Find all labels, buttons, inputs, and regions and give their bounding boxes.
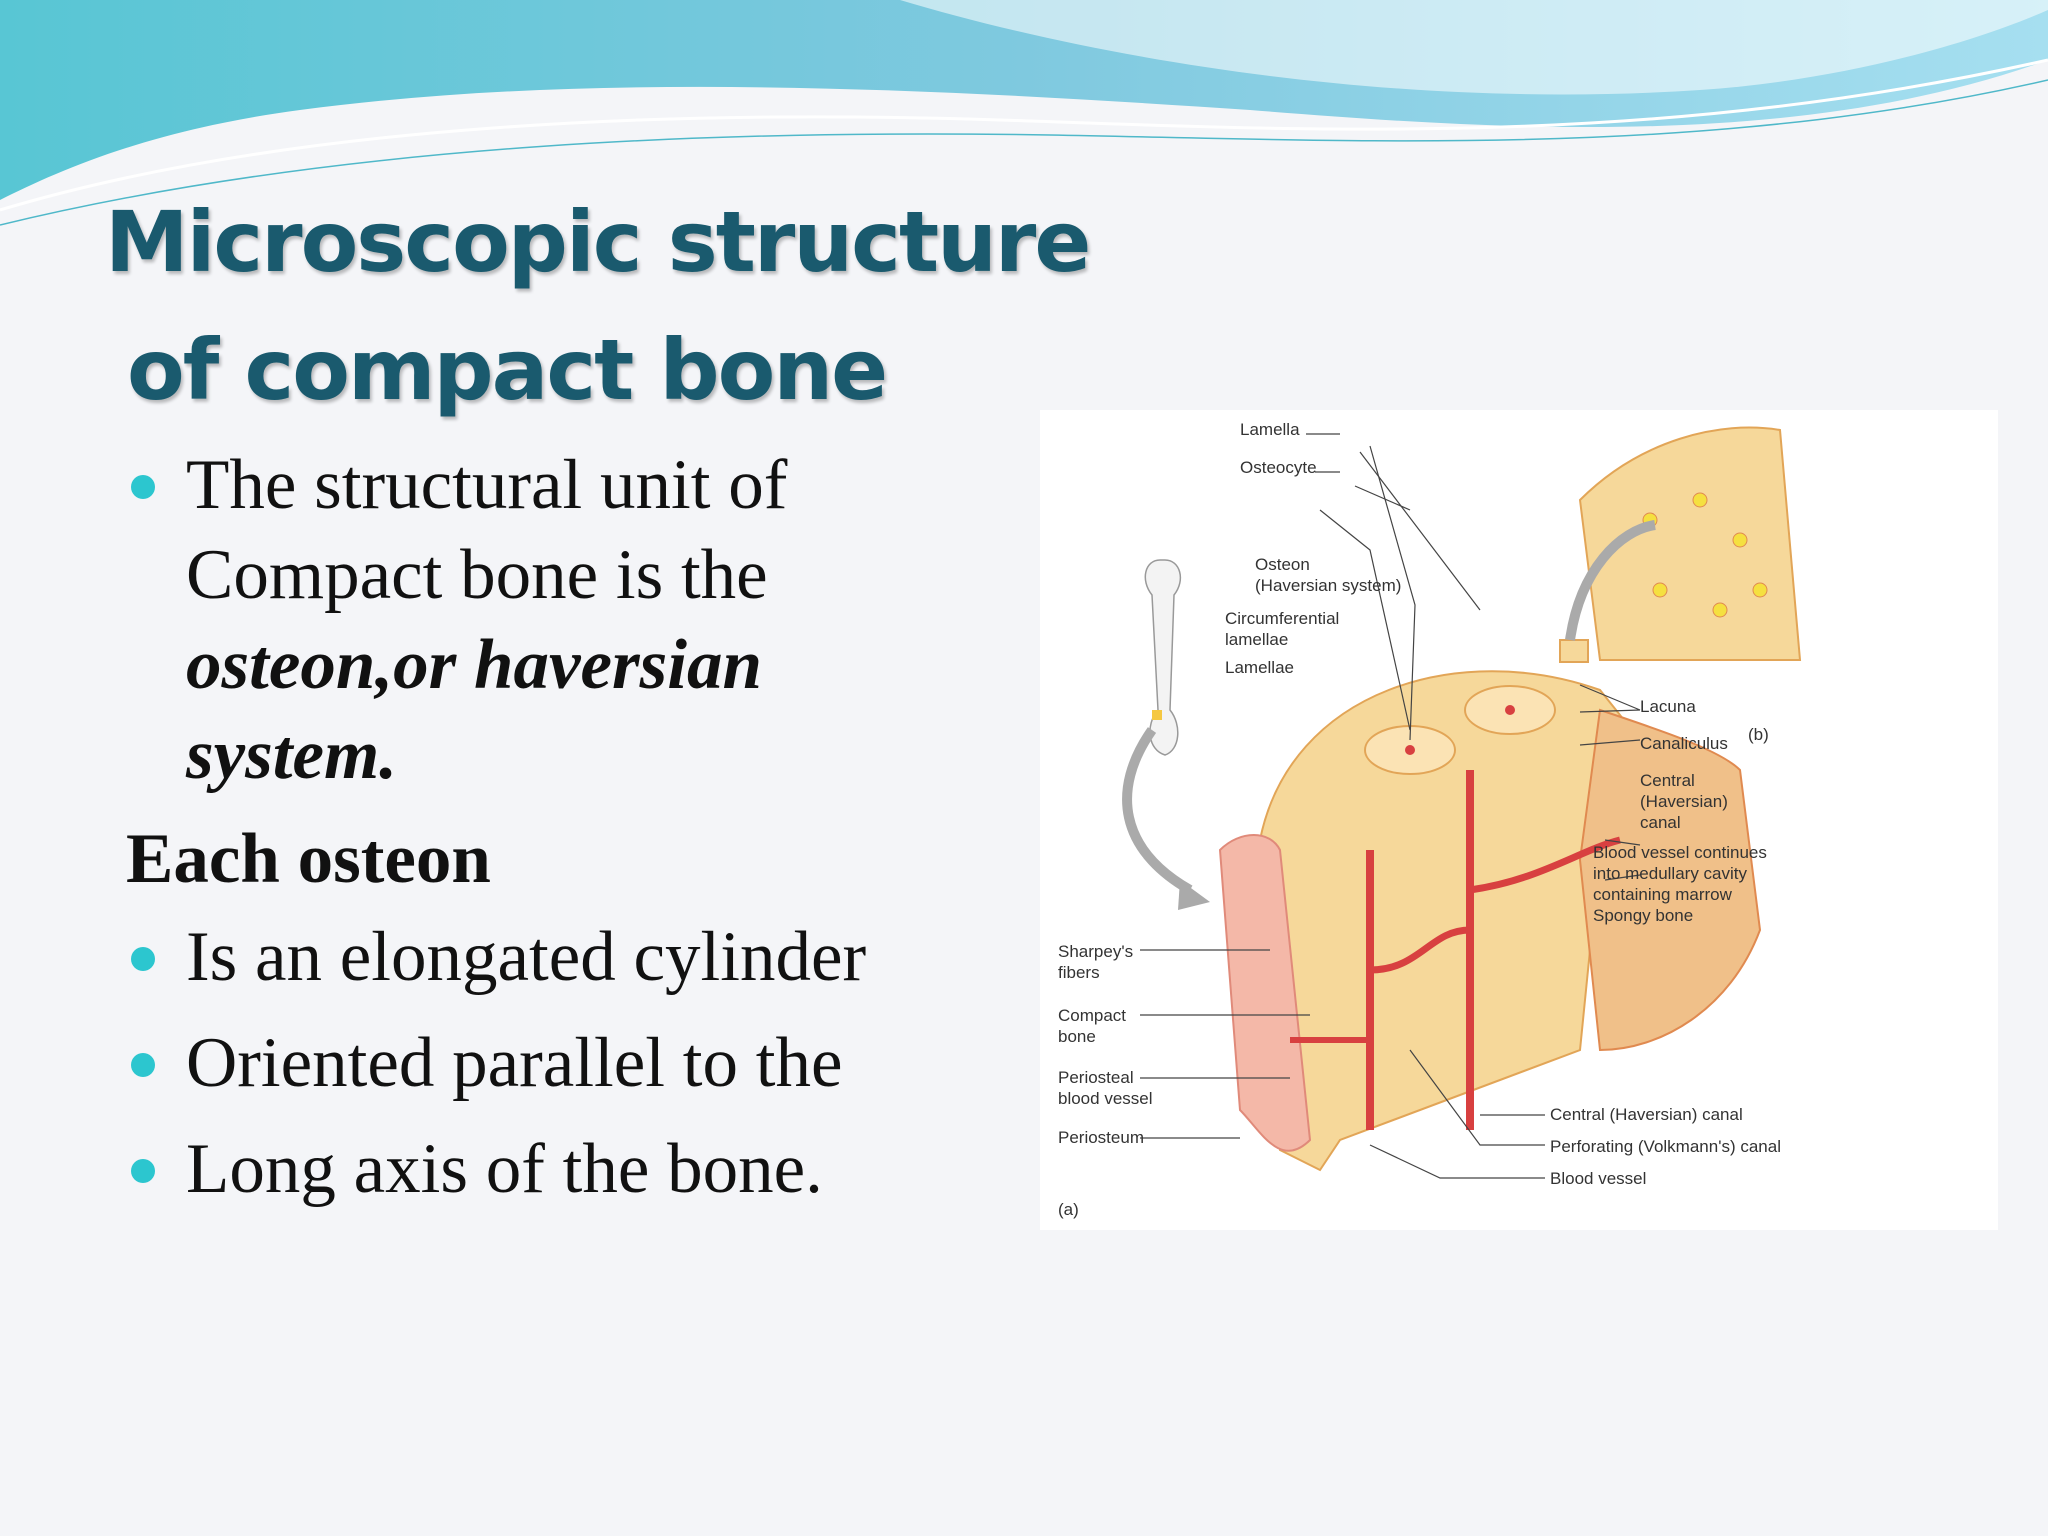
bullet-structural-unit: The structural unit of Compact bone is t… <box>126 440 966 800</box>
label-central-haversian-canal: Central (Haversian) canal <box>1550 1105 1743 1124</box>
label-medullary: into medullary cavity <box>1593 864 1748 883</box>
label-osteocyte: Osteocyte <box>1240 458 1317 477</box>
title-line-2: of compact bone <box>127 321 888 419</box>
label-circumferential-sub: lamellae <box>1225 630 1288 649</box>
header-wave-decoration <box>0 0 2048 226</box>
label-periosteum: Periosteum <box>1058 1128 1144 1147</box>
inset-arrow-icon <box>1565 520 1656 641</box>
label-blood-vessel-continues: Blood vessel continues <box>1593 843 1767 862</box>
title-line-1: Microscopic structure <box>105 193 1091 291</box>
label-blood-vessel-bottom: Blood vessel <box>1550 1169 1646 1188</box>
bullet-item: Long axis of the bone. <box>126 1124 966 1214</box>
label-central-sub: (Haversian) <box>1640 792 1728 811</box>
bullet-text: Oriented parallel to the <box>186 1024 843 1102</box>
bullet-item: Oriented parallel to the <box>126 1018 966 1108</box>
bullet-text: Long axis of the bone. <box>186 1130 823 1208</box>
label-central-canal: canal <box>1640 813 1681 832</box>
label-a: (a) <box>1058 1200 1079 1219</box>
slide-title: Microscopic structure of compact bone <box>105 178 1091 434</box>
label-lamella: Lamella <box>1240 420 1300 439</box>
bullet-emphasis: osteon,or haversian system <box>186 626 762 794</box>
label-compact: Compact <box>1058 1006 1126 1025</box>
compact-bone-diagram: Lamella Osteocyte Osteon (Haversian syst… <box>1040 410 1998 1230</box>
label-osteon-sub: (Haversian system) <box>1255 576 1401 595</box>
bullet-text: The structural unit of Compact bone is t… <box>186 446 788 614</box>
subheading-each-osteon: Each osteon <box>126 820 491 898</box>
bullet-dot-icon <box>131 947 155 971</box>
label-osteon: Osteon <box>1255 555 1310 574</box>
label-circumferential: Circumferential <box>1225 609 1339 628</box>
bullet-dot-icon <box>131 1159 155 1183</box>
label-blood-vessel: blood vessel <box>1058 1089 1153 1108</box>
label-canaliculus: Canaliculus <box>1640 734 1728 753</box>
label-bone: bone <box>1058 1027 1096 1046</box>
inset-marker <box>1152 710 1162 720</box>
label-periosteal: Periosteal <box>1058 1068 1134 1087</box>
slide-body: The structural unit of Compact bone is t… <box>126 440 966 1214</box>
periosteum-layer <box>1218 834 1312 1152</box>
bullet-dot-icon <box>131 475 155 499</box>
bullet-item: Is an elongated cylinder <box>126 912 966 1002</box>
label-lacuna: Lacuna <box>1640 697 1696 716</box>
label-b: (b) <box>1748 725 1769 744</box>
compact-bone-block <box>1258 670 1642 1172</box>
bullet-dot-icon <box>131 1053 155 1077</box>
spongy-bone <box>1578 708 1762 1052</box>
label-lamellae: Lamellae <box>1225 658 1294 677</box>
lamella-inset <box>1578 426 1802 661</box>
label-sharpeys: Sharpey's <box>1058 942 1133 961</box>
label-central: Central <box>1640 771 1695 790</box>
label-spongy-bone: Spongy bone <box>1593 906 1693 925</box>
label-marrow: containing marrow <box>1593 885 1733 904</box>
bullet-text: Is an elongated cylinder <box>186 918 867 996</box>
label-fibers: fibers <box>1058 963 1100 982</box>
long-bone-icon <box>1144 559 1182 756</box>
label-perforating-canal: Perforating (Volkmann's) canal <box>1550 1137 1781 1156</box>
bullet-period: . <box>379 716 397 794</box>
curved-arrow-icon <box>1122 727 1193 895</box>
